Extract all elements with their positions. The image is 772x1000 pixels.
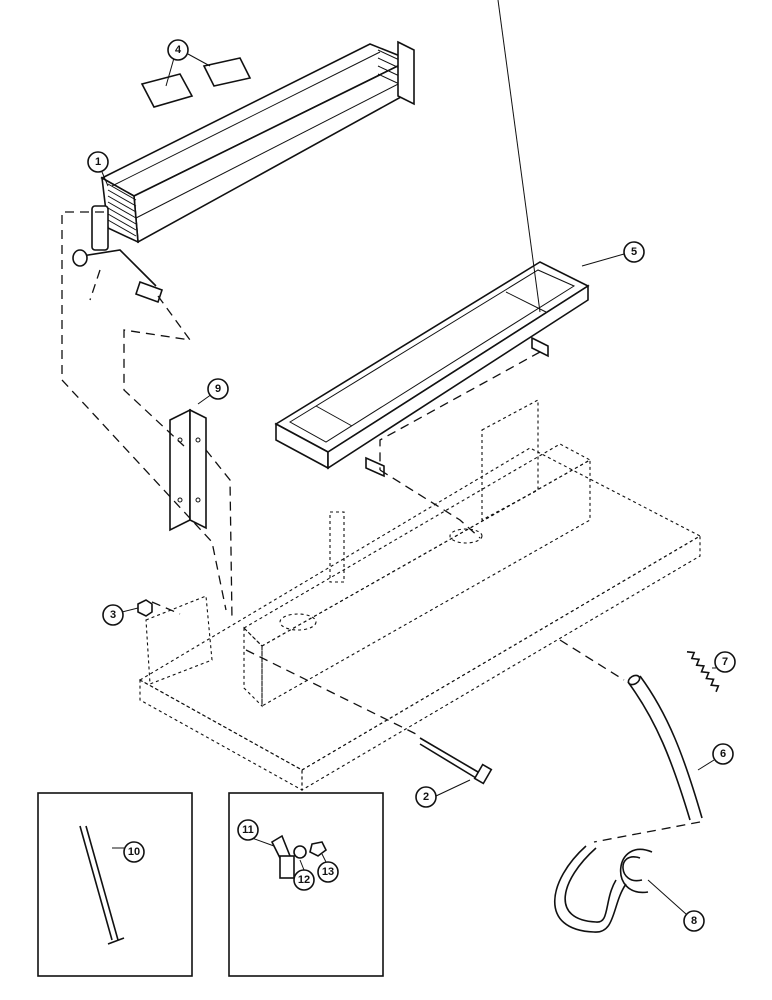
callout-13-label: 13 [322, 866, 334, 878]
callout-3-label: 3 [110, 609, 116, 621]
callout-8-label: 8 [691, 915, 697, 927]
bracket-part-9 [169, 408, 207, 532]
callout-2: 2 [415, 779, 471, 808]
nut-part-3 [137, 599, 153, 617]
bolt-part-2 [419, 737, 493, 785]
evaporator-core-part-1 [72, 40, 415, 304]
callout-12: 12 [293, 859, 315, 891]
callout-9-label: 9 [215, 383, 221, 395]
callout-11: 11 [237, 819, 275, 847]
callout-7: 7 [712, 651, 736, 673]
callout-5-label: 5 [631, 246, 637, 258]
inset-box-part-10 [37, 792, 193, 977]
pad-part-4 [140, 57, 252, 108]
mounting-frame [138, 399, 702, 791]
callout-11-label: 11 [242, 824, 254, 836]
callout-5: 5 [581, 241, 645, 267]
callout-1-label: 1 [95, 156, 101, 168]
callout-10-label: 10 [128, 846, 140, 858]
callout-6: 6 [697, 743, 734, 771]
callout-12-label: 12 [298, 874, 310, 886]
callout-8: 8 [647, 879, 705, 932]
callout-7-label: 7 [722, 656, 728, 668]
inset-box-parts-11-13 [228, 792, 384, 977]
callout-3: 3 [102, 604, 139, 626]
drain-pan-part-5 [274, 0, 590, 478]
callout-6-label: 6 [720, 748, 726, 760]
callout-4: 4 [165, 39, 211, 87]
callout-13: 13 [317, 853, 339, 883]
callout-10: 10 [112, 841, 145, 863]
callout-1: 1 [87, 151, 109, 187]
leader-lines [61, 211, 701, 843]
spring-part-7 [686, 651, 720, 693]
callout-4-label: 4 [175, 44, 182, 56]
hose-part-6 [627, 674, 703, 821]
callout-9: 9 [197, 378, 229, 405]
callout-2-label: 2 [423, 791, 429, 803]
hose-part-8 [554, 845, 653, 933]
